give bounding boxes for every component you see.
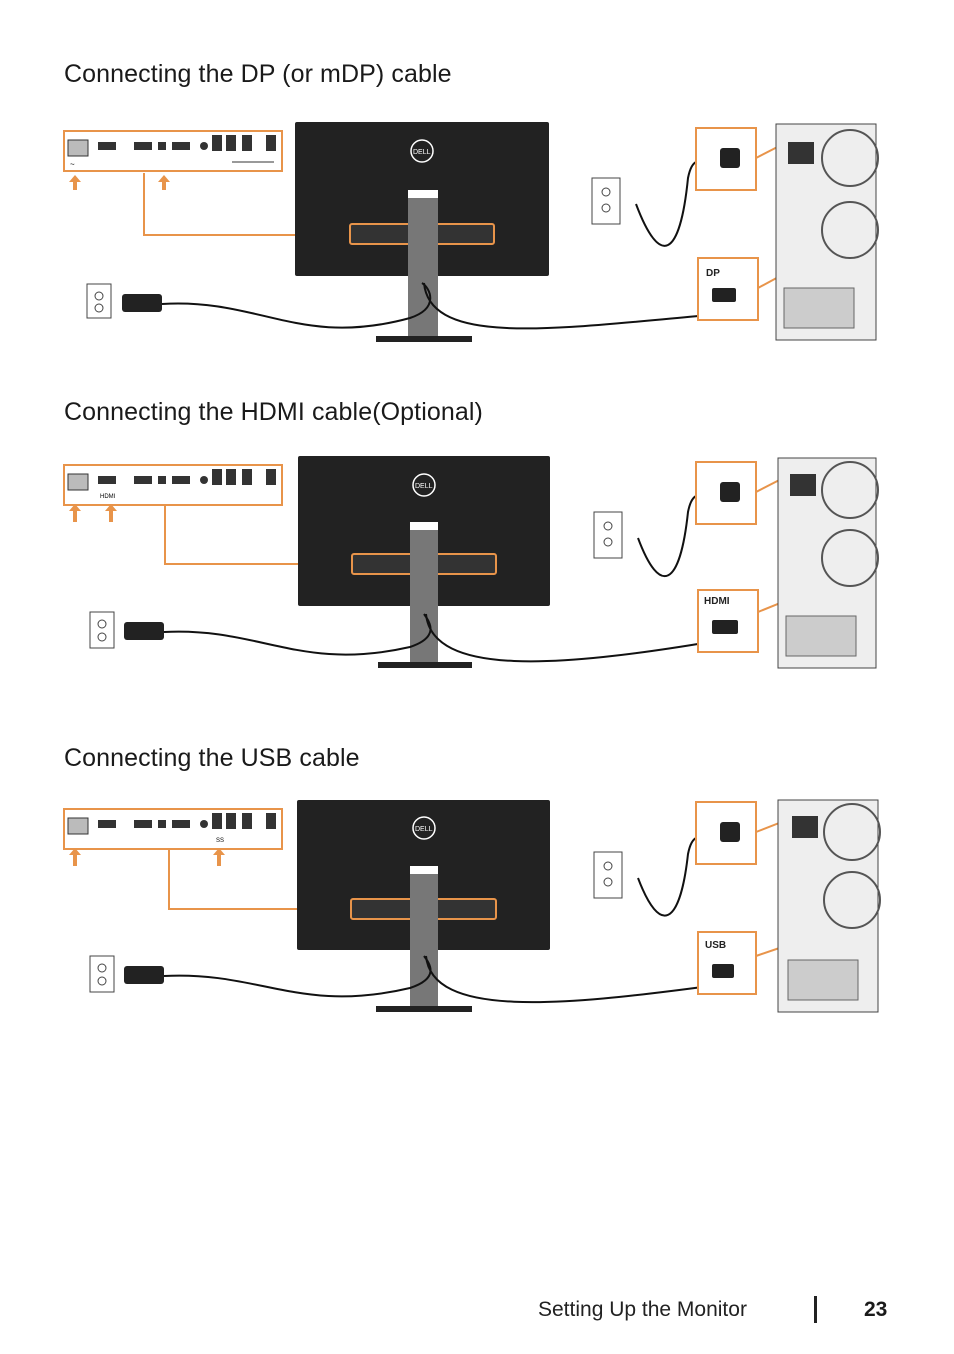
- power-plug-icon: [124, 622, 164, 640]
- pc-tower-back: [775, 123, 879, 341]
- monitor-back: DELL: [295, 122, 549, 342]
- hdmi-port-label: HDMI: [100, 494, 116, 500]
- power-symbol: ~: [70, 160, 75, 169]
- section-title-hdmi: Connecting the HDMI cable(Optional): [64, 398, 483, 426]
- power-plug-icon: [122, 294, 162, 312]
- usb-port-label: SS: [216, 838, 224, 844]
- cable-label-dp: DP: [706, 268, 720, 279]
- wall-outlet-icon: [593, 851, 623, 899]
- monitor-port-panel: HDMI: [63, 464, 283, 506]
- wall-outlet-icon: [593, 511, 623, 559]
- dp-connection-diagram: ~ DELL: [60, 118, 890, 350]
- section-title-usb: Connecting the USB cable: [64, 744, 360, 772]
- wall-outlet-icon: [86, 283, 112, 319]
- cable-label-hdmi: HDMI: [704, 596, 730, 607]
- arrow-up-icon: [213, 848, 225, 866]
- arrow-up-icon: [69, 504, 81, 522]
- usb-connection-diagram: SS DELL: [60, 796, 890, 1026]
- monitor-port-panel: SS: [63, 808, 283, 850]
- monitor-port-panel: ~: [63, 130, 283, 172]
- section-title-dp: Connecting the DP (or mDP) cable: [64, 60, 452, 88]
- pc-tower-back: [777, 799, 881, 1013]
- power-plug-icon: [124, 966, 164, 984]
- dell-logo: DELL: [415, 483, 433, 490]
- footer-section-name: Setting Up the Monitor: [538, 1298, 747, 1321]
- cable-label-usb: USB: [705, 940, 726, 951]
- page-number: 23: [864, 1298, 888, 1321]
- arrow-up-icon: [158, 175, 170, 190]
- wall-outlet-icon: [591, 177, 621, 225]
- dell-logo: DELL: [413, 149, 431, 156]
- arrow-up-icon: [105, 504, 117, 522]
- dell-logo: DELL: [415, 826, 433, 833]
- wall-outlet-icon: [89, 955, 115, 993]
- monitor-back: DELL: [298, 456, 550, 668]
- arrow-up-icon: [69, 848, 81, 866]
- pc-tower-back: [777, 457, 879, 669]
- wall-outlet-icon: [89, 611, 115, 649]
- arrow-up-icon: [69, 175, 81, 190]
- hdmi-connection-diagram: HDMI DELL: [60, 452, 890, 684]
- monitor-back: DELL: [297, 800, 550, 1012]
- footer-divider: [814, 1296, 817, 1323]
